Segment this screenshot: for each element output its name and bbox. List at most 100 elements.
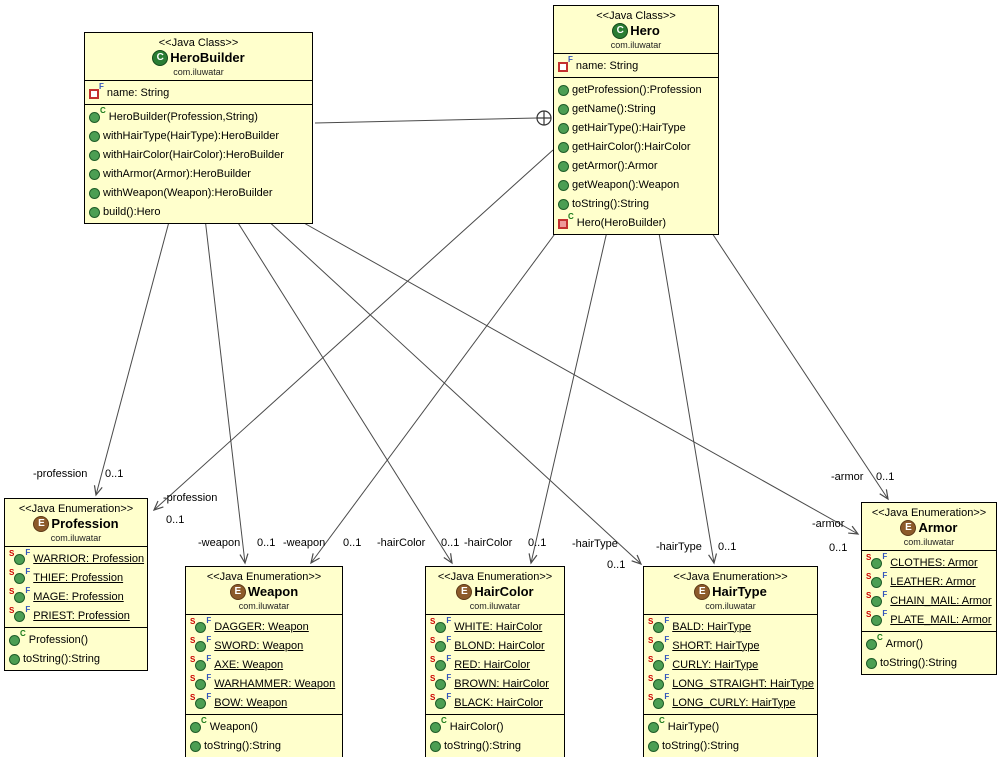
class-name: Hero xyxy=(630,23,660,38)
public-method-row: withHairType(HairType):HeroBuilder xyxy=(85,126,312,145)
member-label: RED: HairColor xyxy=(454,658,531,671)
public-method-icon xyxy=(190,739,201,752)
public-method-icon xyxy=(89,186,100,199)
association-hero-haircolor xyxy=(528,226,609,565)
multiplicity-label: 0..1 xyxy=(257,537,275,549)
role-label: -hairColor xyxy=(464,537,513,549)
member-label: getHairColor():HairColor xyxy=(572,140,691,153)
multiplicity-label: 0..1 xyxy=(718,541,736,553)
member-label: DAGGER: Weapon xyxy=(214,620,309,633)
stereotype-label: <<Java Enumeration>> xyxy=(206,571,322,583)
stereotype-label: <<Java Class>> xyxy=(596,10,676,22)
member-label: CHAIN_MAIL: Armor xyxy=(890,594,992,607)
role-label: -profession xyxy=(163,492,217,504)
association-hero-weapon xyxy=(310,226,561,565)
member-label: withHairType(HairType):HeroBuilder xyxy=(103,129,280,142)
public-method-icon xyxy=(89,129,100,142)
member-label: toString():String xyxy=(23,652,101,665)
member-label: withHairColor(HairColor):HeroBuilder xyxy=(103,148,284,161)
member-label: THIEF: Profession xyxy=(33,571,124,584)
stereotype-label: <<Java Enumeration>> xyxy=(437,571,553,583)
multiplicity-label: 0..1 xyxy=(166,514,184,526)
public-method-icon xyxy=(558,140,569,153)
multiplicity-label: 0..1 xyxy=(607,559,625,571)
member-label: toString():String xyxy=(444,739,522,752)
association-herobuilder-hero xyxy=(314,117,538,124)
association-herobuilder-weapon xyxy=(204,217,249,565)
member-label: toString():String xyxy=(662,739,740,752)
class-name: Profession xyxy=(51,516,119,531)
java-enum-icon: E xyxy=(456,584,473,600)
public-method-icon xyxy=(89,205,100,218)
public-method-row: toString():String xyxy=(554,194,718,213)
package-label: com.iluwatar xyxy=(610,40,662,50)
role-label: -weapon xyxy=(198,537,240,549)
package-label: com.iluwatar xyxy=(705,601,756,611)
public-method-row: withWeapon(Weapon):HeroBuilder xyxy=(85,183,312,202)
member-label: HairType() xyxy=(667,720,720,733)
role-label: -armor xyxy=(831,471,864,483)
java-class-icon: C xyxy=(152,50,169,66)
multiplicity-label: 0..1 xyxy=(876,471,894,483)
private-field-icon: F xyxy=(558,56,573,72)
public-method-icon xyxy=(558,159,569,172)
member-label: CLOTHES: Armor xyxy=(890,556,978,569)
member-label: SWORD: Weapon xyxy=(214,639,304,652)
public-method-icon xyxy=(430,739,441,752)
association-herobuilder-profession xyxy=(93,217,171,497)
role-label: -hairColor xyxy=(377,537,426,549)
member-label: CURLY: HairType xyxy=(672,658,759,671)
member-label: Hero(HeroBuilder) xyxy=(576,216,667,229)
association-herobuilder-hairtype xyxy=(264,217,643,566)
public-constructor-icon: C xyxy=(866,634,883,650)
member-label: Armor() xyxy=(885,637,924,650)
member-label: WARHAMMER: Weapon xyxy=(214,677,336,690)
public-method-row: build():Hero xyxy=(85,202,312,221)
private-field-icon: F xyxy=(89,83,104,99)
public-method-row: toString():String xyxy=(644,736,817,755)
multiplicity-label: 0..1 xyxy=(528,537,546,549)
association-hero-armor xyxy=(707,226,889,501)
public-method-icon xyxy=(866,656,877,669)
member-label: getName():String xyxy=(572,102,656,115)
member-label: WARRIOR: Profession xyxy=(33,552,145,565)
public-constructor-icon: C xyxy=(430,717,447,733)
role-label: -hairType xyxy=(572,538,618,550)
public-method-row: getName():String xyxy=(554,99,718,118)
member-label: toString():String xyxy=(880,656,958,669)
